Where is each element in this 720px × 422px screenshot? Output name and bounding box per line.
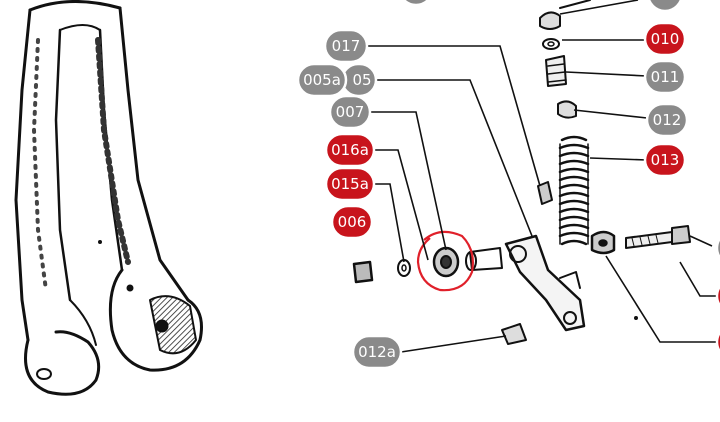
fork-drawing: [14, 0, 203, 396]
exploded-parts: [352, 0, 691, 345]
callout-label: 013: [651, 151, 680, 169]
callout-017: 017: [323, 28, 369, 64]
callout-005a: 005a: [296, 62, 348, 98]
callout-label: 016a: [331, 141, 369, 159]
callout-label: 006: [338, 213, 367, 231]
callout-label: 05: [352, 71, 371, 89]
spring-013: [558, 135, 590, 246]
partial-badge-right-1: [715, 236, 720, 260]
callout-012: 012: [645, 102, 689, 138]
callout-006: 006: [330, 204, 374, 240]
partial-badge-top-center: [402, 0, 430, 7]
callout-label: 010: [651, 30, 680, 48]
leader-lines: [368, 0, 718, 353]
partial-badges: [402, 0, 720, 354]
callout-label: 005a: [303, 71, 341, 89]
callout-010: 010: [643, 21, 687, 57]
partial-badge-right-3: [715, 330, 720, 354]
callouts: 017 05 005a 007 016a 015a 006 012a: [296, 21, 689, 370]
highlight-circle: [416, 230, 474, 292]
callout-label: 015a: [331, 175, 369, 193]
callout-label: 017: [332, 37, 361, 55]
callout-label: 007: [336, 103, 365, 121]
callout-012a: 012a: [351, 334, 403, 370]
callout-label: 012: [653, 111, 682, 129]
partial-badge-top-right: [647, 0, 683, 13]
callout-016a: 016a: [324, 132, 376, 168]
callout-label: 012a: [358, 343, 396, 361]
callout-007: 007: [328, 94, 372, 130]
partial-badge-right-2: [715, 284, 720, 308]
callout-05: 05: [340, 62, 378, 98]
callout-label: 011: [651, 68, 680, 86]
callout-011: 011: [643, 59, 687, 95]
callout-013: 013: [643, 142, 687, 178]
callout-015a: 015a: [324, 166, 376, 202]
